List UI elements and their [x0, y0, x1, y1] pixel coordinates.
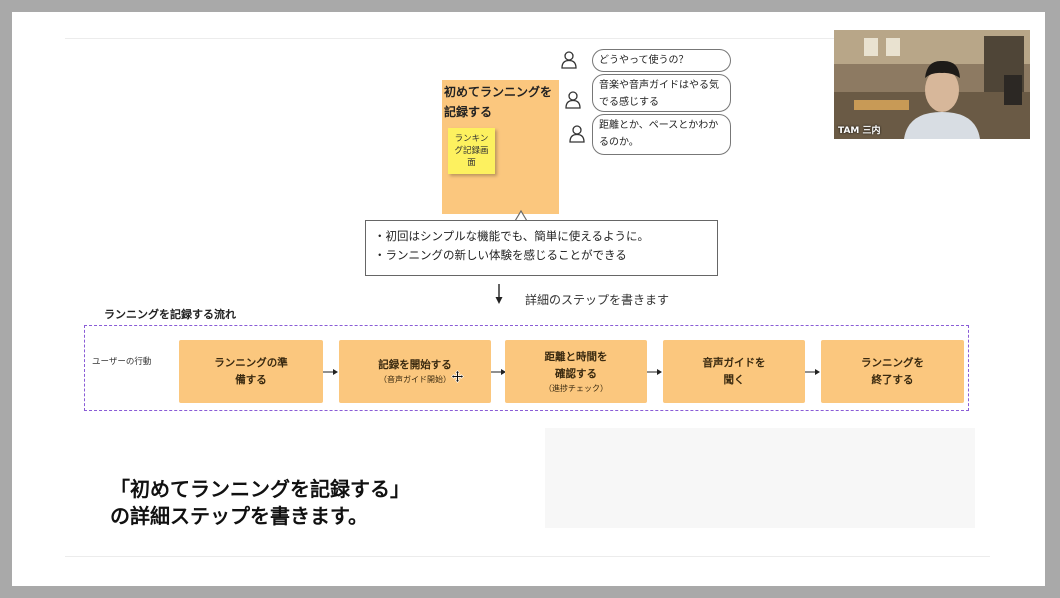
flow-step-label: 音声ガイドを聞く — [702, 356, 766, 386]
notes-pointer — [514, 209, 528, 222]
comment-text: 音楽や音声ガイドはやる気でる感じする — [599, 80, 719, 108]
sticky-note: ランキング記録画面 — [448, 128, 495, 174]
comment-bubble: どうやって使うの？ — [592, 49, 731, 72]
arrow-right-icon — [491, 369, 506, 375]
flow-step-label: ランニングを終了する — [861, 356, 924, 386]
note-line: ・ランニングの新しい体験を感じることができる — [374, 248, 627, 262]
webcam-video: TAM 三内 — [834, 30, 1030, 139]
slide-caption: 「初めてランニングを記録する」の詳細ステップを書きます。 — [110, 477, 410, 528]
move-cursor-icon — [451, 370, 464, 383]
step-note: 詳細のステップを書きます — [525, 293, 670, 307]
flow-container — [84, 325, 969, 411]
actor-label: ユーザーの行動 — [92, 357, 152, 367]
flow-step: ランニングの準備する — [179, 340, 323, 403]
arrow-down-icon — [495, 284, 503, 304]
note-line: ・初回はシンプルな機能でも、簡単に使えるように。 — [374, 229, 649, 243]
comment-bubble: 音楽や音声ガイドはやる気でる感じする — [592, 74, 731, 112]
flow-title: ランニングを記録する流れ — [104, 308, 236, 321]
flow-step: 音声ガイドを聞く — [663, 340, 805, 403]
flow-step-sublabel: （音声ガイド開始） — [379, 375, 451, 384]
flow-step-label: 距離と時間を確認する — [544, 350, 608, 380]
person-icon — [569, 125, 585, 143]
slide-bottom-line — [65, 556, 990, 557]
flow-step-label: ランニングの準備する — [214, 356, 288, 386]
comment-bubble: 距離とか、ペースとかわかるのか。 — [592, 114, 731, 155]
comment-text: どうやって使うの？ — [599, 55, 689, 66]
arrow-right-icon — [647, 369, 662, 375]
flow-step: ランニングを終了する — [821, 340, 964, 403]
sticky-note-text: ランキング記録画面 — [454, 134, 489, 168]
notes-box: ・初回はシンプルな機能でも、簡単に使えるように。 ・ランニングの新しい体験を感じ… — [365, 220, 718, 276]
slide-top-line — [65, 38, 835, 39]
webcam-name-label: TAM 三内 — [838, 126, 881, 136]
person-icon — [565, 91, 581, 109]
flow-step-sublabel: （進捗チェック） — [544, 383, 608, 393]
person-icon — [561, 51, 577, 69]
flow-step-label: 記録を開始する — [378, 359, 452, 371]
flow-step: 記録を開始する （音声ガイド開始） — [339, 340, 491, 403]
webcam-scene — [834, 30, 1030, 139]
comment-text: 距離とか、ペースとかわかるのか。 — [599, 120, 719, 148]
arrow-right-icon — [805, 369, 820, 375]
arrow-right-icon — [323, 369, 338, 375]
faded-content — [545, 428, 975, 528]
scenario-card-title: 初めてランニングを記録する — [444, 85, 553, 119]
flow-step: 距離と時間を確認する （進捗チェック） — [505, 340, 647, 403]
